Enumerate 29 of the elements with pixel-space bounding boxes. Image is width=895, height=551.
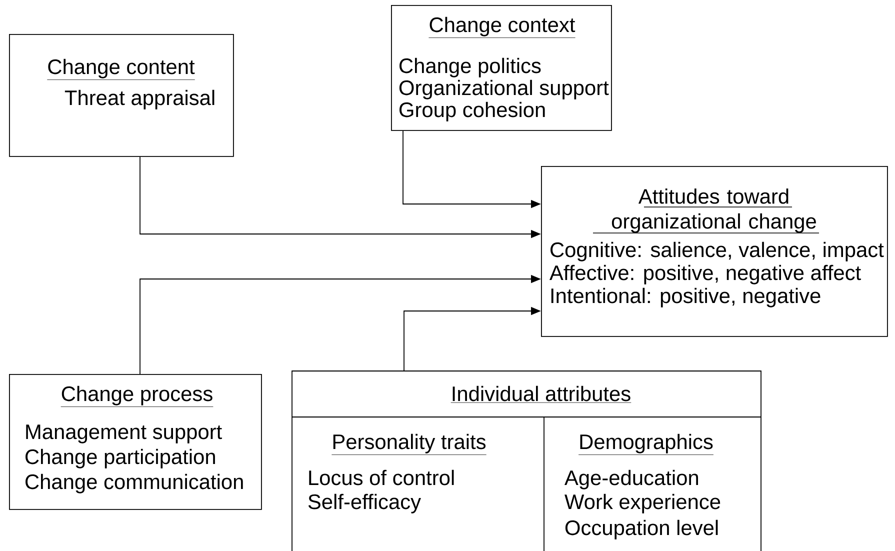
heading: Individual attributes: [450, 386, 632, 403]
list-item: Management support: [26, 424, 222, 444]
box: [541, 166, 888, 337]
list-item: Affective: positive, negative affect: [550, 264, 861, 284]
list-item: Age-education: [564, 470, 698, 490]
box: [9, 374, 262, 510]
list-item: Intentional: positive, negative: [551, 288, 820, 308]
heading: Change context: [428, 16, 576, 38]
heading: Change process: [60, 386, 214, 407]
list-item: Group cohesion: [400, 102, 545, 122]
table-column: [308, 434, 487, 514]
heading: Change content: [46, 58, 196, 80]
list-item: Occupation level: [565, 520, 718, 540]
box: [391, 5, 612, 131]
list-item: Cognitive: salience, valence, impact: [550, 242, 884, 262]
list-item: Self-efficacy: [308, 494, 421, 514]
list-item: Locus of control: [309, 470, 454, 486]
box: [9, 34, 234, 157]
list-item: Threat appraisal: [64, 90, 214, 110]
list-item: Change politics: [400, 58, 541, 78]
table-column: [544, 416, 720, 551]
heading: Demographics: [578, 434, 714, 455]
table-box: [292, 370, 762, 551]
list-item: Work experience: [564, 494, 720, 514]
list-item: Change participation: [26, 448, 215, 468]
heading: Attitudes toward organizational change: [592, 188, 820, 234]
list-item: Organizational support: [399, 80, 609, 100]
list-item: Change communication: [26, 474, 243, 494]
heading: Personality traits: [331, 434, 487, 455]
